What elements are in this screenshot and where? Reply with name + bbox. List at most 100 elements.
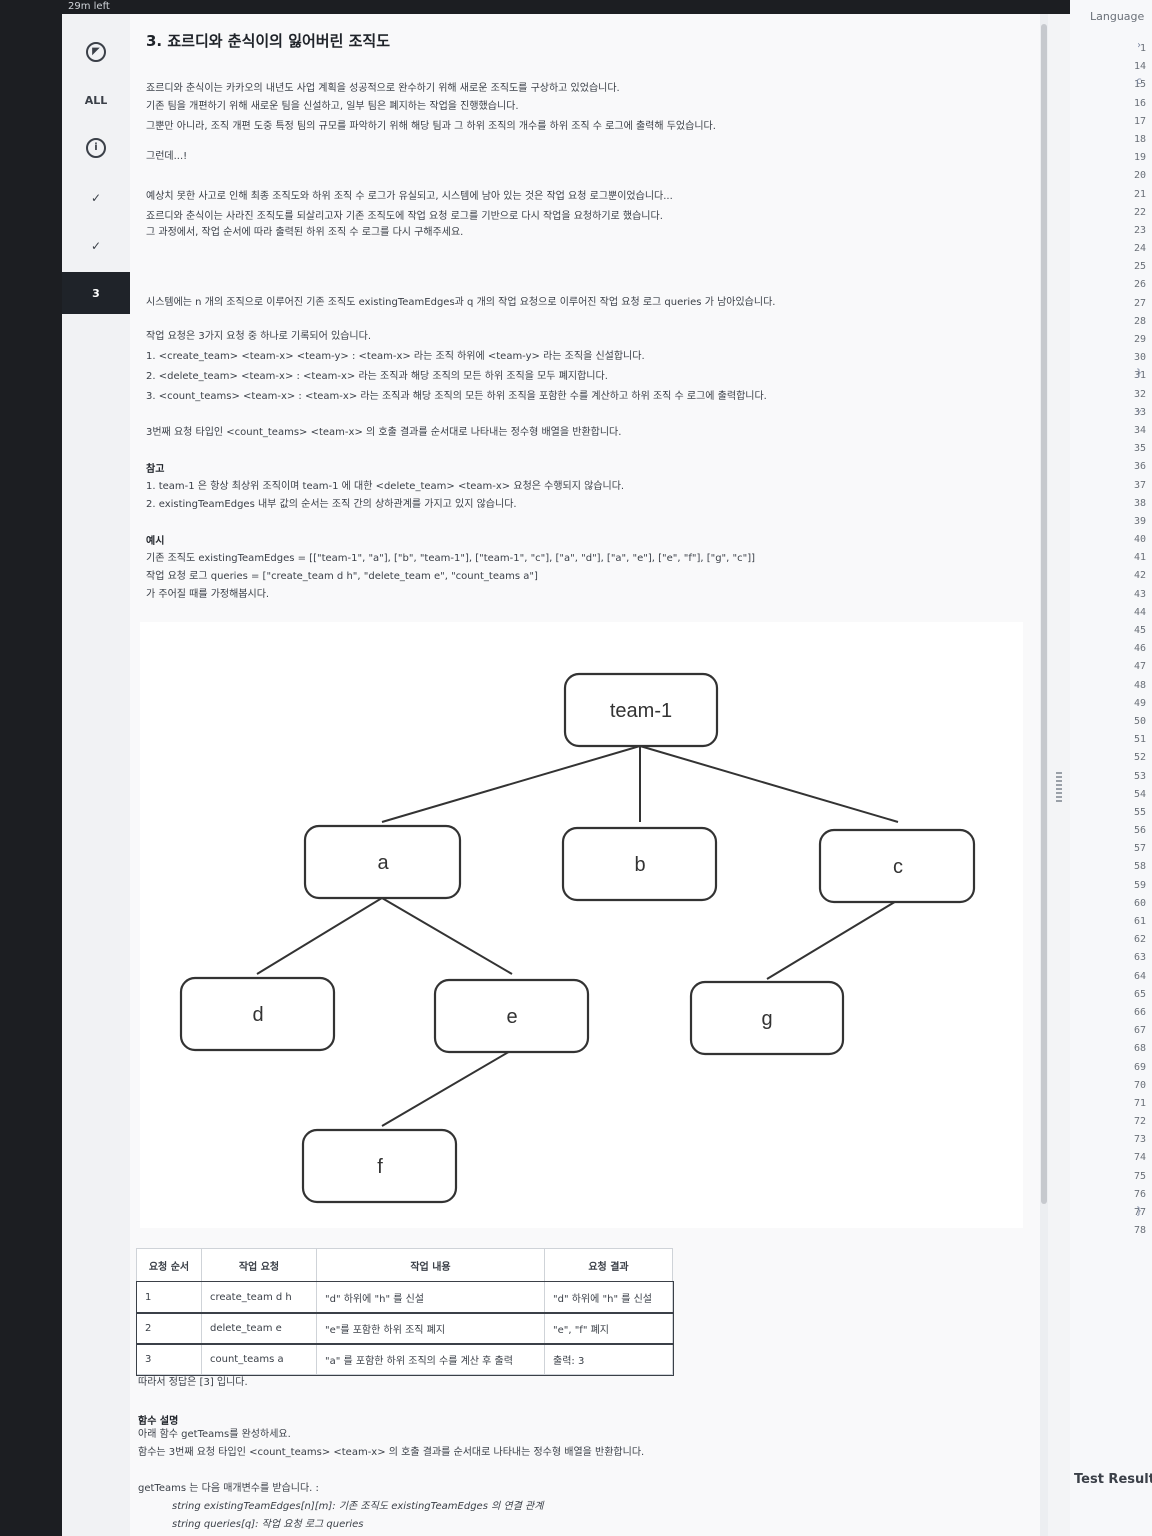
func-line-1: 아래 함수 getTeams를 완성하세요.	[138, 1429, 291, 1440]
node-d-box	[179, 976, 336, 1052]
test-results-tab[interactable]: Test Results	[1074, 1472, 1152, 1487]
note-title: 참고	[146, 464, 165, 475]
line-number: 45	[1133, 625, 1146, 636]
node-f-label: f	[377, 1156, 383, 1178]
note-1: 1. team-1 은 항상 최상위 조직이며 team-1 에 대한 <del…	[146, 481, 625, 492]
edge-a-d	[256, 897, 383, 975]
example-assume: 가 주어질 때를 가정해봅시다.	[146, 589, 270, 600]
request-types-intro: 작업 요청은 3가지 요청 중 하나로 기록되어 있습니다.	[146, 331, 371, 342]
nav-all[interactable]: ALL	[84, 93, 108, 107]
info-glyph: i	[86, 138, 106, 158]
line-number: 44	[1133, 606, 1146, 618]
line-number: 1	[1139, 43, 1146, 54]
header-content: 작업 내용	[316, 1248, 545, 1282]
line-number: 40	[1133, 534, 1146, 546]
code-fragment: c	[1136, 76, 1143, 87]
content-scrollbar[interactable]	[1040, 14, 1048, 1536]
line-number: 52	[1133, 752, 1146, 764]
line-number: 33	[1133, 406, 1146, 418]
node-e-box	[433, 978, 590, 1054]
pane-splitter[interactable]	[1048, 14, 1070, 1536]
line-number: 73	[1133, 1134, 1146, 1146]
cell-order: 1	[136, 1281, 202, 1313]
line-number: 23	[1133, 224, 1146, 236]
line-number: 36	[1133, 461, 1146, 473]
line-number: 21	[1133, 188, 1146, 200]
header-request: 작업 요청	[201, 1248, 317, 1282]
cell-content: "a" 를 포함한 하위 조직의 수를 계산 후 출력	[316, 1343, 545, 1375]
table-header-row: 요청 순서 작업 요청 작업 내용 요청 결과	[136, 1248, 673, 1282]
line-number: 42	[1133, 570, 1146, 582]
line-number: 49	[1133, 697, 1146, 709]
note-2: 2. existingTeamEdges 내부 값의 순서는 조직 간의 상하관…	[146, 499, 517, 510]
fold-chevron-icon[interactable]: ›	[1136, 40, 1143, 51]
edge-e-f	[381, 1049, 513, 1127]
header-order: 요청 순서	[136, 1248, 202, 1282]
node-a-box	[303, 824, 462, 900]
question-1-check-icon[interactable]: ✓	[90, 191, 102, 205]
line-number: 37	[1133, 479, 1146, 491]
func-title: 함수 설명	[138, 1416, 179, 1427]
example-edges: 기존 조직도 existingTeamEdges = [["team-1", "…	[146, 553, 756, 564]
problem-title: 3. 죠르디와 춘식이의 잃어버린 조직도	[146, 32, 391, 50]
line-number: 70	[1133, 1079, 1146, 1091]
line-number: 67	[1133, 1025, 1146, 1037]
compass-glyph: ◤	[86, 42, 106, 62]
line-number: 68	[1133, 1043, 1146, 1055]
fold-chevron-down-icon[interactable]: ⌄	[1136, 404, 1143, 415]
line-number: 22	[1133, 206, 1146, 218]
request-type-2: 2. <delete_team> <team-x> : <team-x> 라는 …	[146, 371, 608, 382]
edge-team1-c	[639, 745, 899, 823]
line-number: 27	[1133, 297, 1146, 309]
cell-order: 3	[136, 1343, 202, 1375]
node-d-label: d	[252, 1004, 263, 1026]
line-number: 39	[1133, 515, 1146, 527]
line-number: 60	[1133, 897, 1146, 909]
line-number: 14	[1133, 61, 1146, 73]
cell-result: "d" 하위에 "h" 를 신설	[544, 1281, 673, 1313]
story-line-3: 그 과정에서, 작업 순서에 따라 출력된 하위 조직 수 로그를 다시 구해주…	[146, 227, 464, 238]
scroll-thumb[interactable]	[1041, 24, 1047, 1204]
info-icon[interactable]: i	[62, 128, 130, 168]
table-row: 3 count_teams a "a" 를 포함한 하위 조직의 수를 계산 후…	[135, 1342, 674, 1376]
line-number: 62	[1133, 934, 1146, 946]
func-line-2: 함수는 3번째 요청 타입인 <count_teams> <team-x> 의 …	[138, 1447, 645, 1458]
edge-c-g	[766, 899, 899, 980]
intro-line-1: 죠르디와 춘식이는 카카오의 내년도 사업 계획을 성공적으로 완수하기 위해 …	[146, 83, 620, 94]
node-f-box	[301, 1128, 458, 1204]
node-c-box	[818, 828, 976, 904]
cell-result: "e", "f" 폐지	[544, 1312, 673, 1344]
line-number: 24	[1133, 243, 1146, 255]
drag-handle-icon[interactable]	[1056, 770, 1062, 802]
line-number: 57	[1133, 843, 1146, 855]
question-nav: ◤ ALL i ✓ ✓ 3	[62, 14, 131, 1536]
language-selector[interactable]: Language	[1090, 10, 1145, 23]
node-b-label: b	[634, 854, 645, 876]
nav-question-3[interactable]: 3	[62, 272, 130, 314]
line-number: 16	[1133, 97, 1146, 109]
cell-content: "e"를 포함한 하위 조직 폐지	[316, 1312, 545, 1344]
line-number: 61	[1133, 916, 1146, 927]
line-number: 18	[1133, 133, 1146, 145]
line-number: 46	[1133, 643, 1146, 655]
line-number: 59	[1133, 879, 1146, 891]
header-result: 요청 결과	[544, 1248, 673, 1282]
answer-line: 따라서 정답은 [3] 입니다.	[138, 1377, 248, 1388]
node-team-1-label: team-1	[610, 700, 672, 722]
node-a-label: a	[377, 852, 389, 874]
org-chart-diagram: team-1 a b c d e g f	[140, 622, 1023, 1228]
cell-order: 2	[136, 1312, 202, 1344]
edge-a-e	[381, 897, 513, 975]
line-number: 50	[1133, 715, 1146, 727]
line-number: 25	[1133, 261, 1146, 273]
param-2: string queries[q]: 작업 요청 로그 queries	[172, 1519, 364, 1530]
node-e-label: e	[506, 1006, 517, 1028]
question-2-check-icon[interactable]: ✓	[90, 239, 102, 253]
return-desc: 3번째 요청 타입인 <count_teams> <team-x> 의 호출 결…	[146, 427, 622, 438]
line-number: 72	[1133, 1116, 1146, 1128]
story-line-2: 죠르디와 춘식이는 사라진 조직도를 되살리고자 기존 조직도에 작업 요청 로…	[146, 211, 663, 222]
compass-icon[interactable]: ◤	[62, 32, 130, 72]
request-type-3: 3. <count_teams> <team-x> : <team-x> 라는 …	[146, 391, 767, 402]
node-team-1-box	[563, 672, 719, 748]
time-remaining: 29m left	[68, 1, 110, 12]
